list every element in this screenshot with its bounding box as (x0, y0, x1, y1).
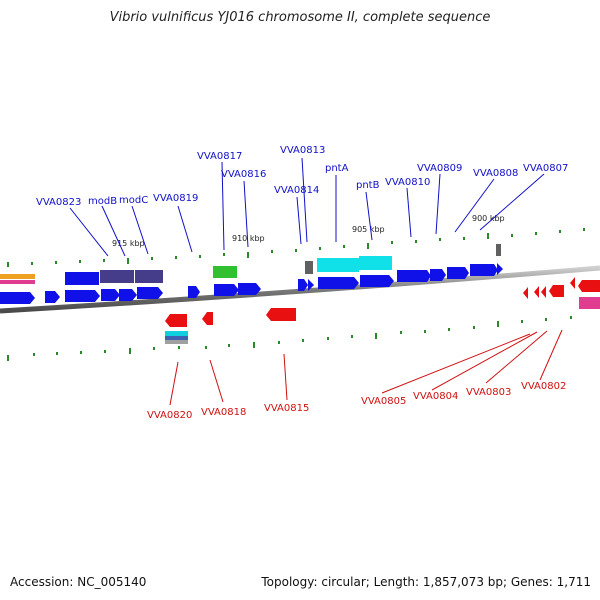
kbp-label: 910 kbp (232, 234, 265, 243)
gene-label: VVA0804 (413, 391, 458, 402)
gene-arrow (214, 284, 239, 296)
bottom-scale-ticks (7, 316, 572, 361)
gene-label: VVA0803 (466, 387, 511, 398)
gene-block (0, 274, 35, 279)
gene-label: VVA0802 (521, 381, 566, 392)
gene-block (165, 340, 188, 344)
topology-summary: Topology: circular; Length: 1,857,073 bp… (261, 575, 591, 589)
gene-arrow (308, 279, 314, 291)
gene-label: VVA0814 (274, 185, 319, 196)
gene-label: VVA0808 (473, 168, 518, 179)
gene-arrow (578, 280, 600, 292)
gene-label: VVA0807 (523, 163, 568, 174)
gene-arrow (45, 291, 60, 303)
kbp-label: 915 kbp (112, 239, 145, 248)
leader-lines-top (69, 157, 545, 257)
gene-label: VVA0815 (264, 403, 309, 414)
gene-arrow (549, 285, 564, 297)
gene-block (496, 244, 501, 256)
gene-arrow (447, 267, 469, 279)
gene-label: pntB (356, 180, 380, 191)
gene-label: VVA0818 (201, 407, 246, 418)
gene-arrow (238, 283, 261, 295)
gene-arrow (523, 287, 528, 299)
gene-arrow (298, 279, 308, 291)
gene-arrow (570, 277, 575, 289)
accession-text: Accession: NC_005140 (10, 575, 147, 589)
gene-arrow (318, 277, 359, 289)
map-title: Vibrio vulnificus YJ016 chromosome II, c… (109, 10, 491, 25)
gene-arrow (0, 292, 35, 304)
gene-arrow (137, 287, 163, 299)
leader-lines-bottom (169, 329, 563, 406)
gene-block (359, 256, 392, 270)
chromosome-backbone (0, 265, 600, 314)
gene-arrow (202, 312, 213, 325)
gene-arrow (65, 290, 100, 302)
gene-block (317, 258, 359, 272)
gene-label: VVA0817 (197, 151, 242, 162)
gene-arrow (266, 308, 296, 321)
gene-label: VVA0810 (385, 177, 430, 188)
minus-genes[interactable] (165, 277, 600, 344)
gene-block (135, 270, 163, 283)
gene-label: VVA0820 (147, 410, 192, 421)
gene-label: modC (119, 195, 148, 206)
gene-arrow (188, 286, 200, 298)
gene-label: pntA (325, 163, 349, 174)
gene-block (305, 261, 313, 274)
gene-block (579, 297, 600, 309)
gene-block (165, 336, 188, 340)
gene-arrow (534, 286, 539, 298)
gene-label: modB (88, 196, 117, 207)
kbp-label: 900 kbp (472, 214, 505, 223)
gene-arrow (101, 289, 120, 301)
gene-arrow (430, 269, 446, 281)
gene-block (213, 266, 237, 278)
gene-block (0, 280, 35, 284)
gene-block (165, 331, 188, 336)
gene-arrow (360, 275, 394, 287)
bottom-gene-labels: VVA0820 VVA0818 VVA0815 VVA0805 VVA0804 … (147, 381, 566, 421)
gene-label: VVA0809 (417, 163, 462, 174)
gene-label: VVA0813 (280, 145, 325, 156)
gene-label: VVA0805 (361, 396, 406, 407)
gene-arrow (165, 314, 187, 327)
gene-label: VVA0816 (221, 169, 266, 180)
gene-arrow (497, 263, 503, 275)
top-scale-ticks (7, 228, 585, 267)
gene-block (65, 272, 99, 285)
gene-label: VVA0819 (153, 193, 198, 204)
gene-arrow (541, 286, 546, 298)
inner-plus-genes[interactable] (0, 275, 394, 304)
gene-arrow (119, 289, 137, 301)
genome-map[interactable]: 915 kbp 910 kbp 905 kbp 900 kbp (0, 0, 600, 560)
kbp-label: 905 kbp (352, 225, 385, 234)
gene-label: VVA0823 (36, 197, 81, 208)
gene-arrow (397, 270, 431, 282)
outer-plus-genes[interactable] (0, 244, 503, 285)
top-gene-labels: VVA0823 modB modC VVA0819 VVA0817 VVA081… (36, 145, 568, 208)
gene-block (100, 270, 134, 283)
gene-arrow (470, 264, 498, 276)
